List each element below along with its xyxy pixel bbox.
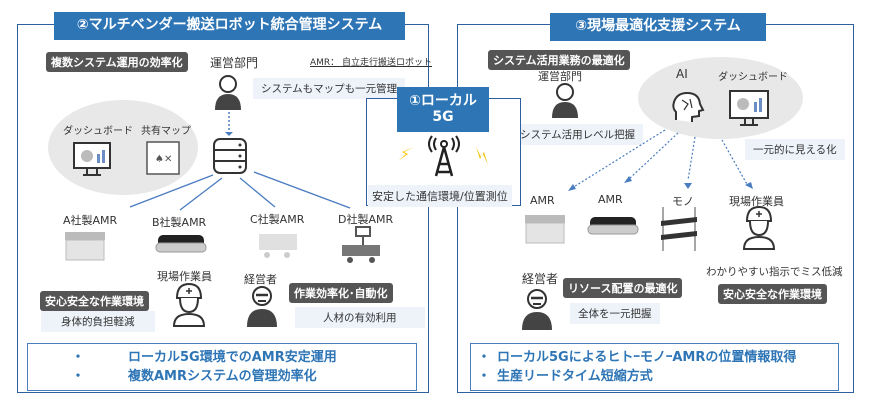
right-ops-note: システム活用レベル把握 [512, 124, 644, 145]
amr-flat-icon [587, 217, 639, 235]
amr-note: AMR： 自立走行搬送ロボット [310, 58, 433, 68]
right-manager-icon [522, 289, 552, 330]
local-5g-title-line1: ①ローカル [409, 93, 477, 110]
lightning-left-icon [398, 147, 414, 161]
worker-icon [172, 282, 206, 327]
left-summary-box: ・ローカル5G環境でのAMR安定運用 ・複数AMRシステムの管理効率化 [27, 343, 417, 391]
target-worker: 現場作業員 [729, 195, 784, 208]
map-icon: ♠✕ [146, 141, 180, 175]
right-bullet-2: ・生産リードタイム短縮方式 [477, 369, 653, 384]
ai-cloud [638, 57, 803, 139]
worker-label: 現場作業員 [157, 270, 212, 283]
right-person-icon [552, 83, 578, 118]
right-manager-label: 経営者 [522, 272, 559, 286]
right-worker-icon [742, 205, 776, 250]
lightning-right-icon [476, 147, 488, 165]
ai-brain-icon [672, 91, 705, 122]
right-tag-safety: 安心安全な作業環境 [718, 284, 827, 304]
5g-note: 安定した通信環境/位置測位 [368, 185, 512, 207]
tag-efficiency: 複数システム運用の効率化 [46, 52, 188, 72]
right-bullet-1: ・ローカル5GによるヒトｰモノｰAMRの位置情報取得 [477, 350, 797, 365]
visual-note: 一元的に見える化 [745, 139, 845, 160]
amr-d-icon [342, 226, 380, 263]
antenna-tower-icon [428, 135, 460, 177]
ops-label: 運営部門 [210, 56, 259, 70]
amr-d-label: D社製AMR [338, 213, 394, 226]
automation-note: 人材の有効利用 [295, 307, 425, 328]
tag-optimize: システム活用業務の最適化 [488, 50, 630, 70]
safety-note: 身体的負担軽減 [41, 311, 155, 332]
left-bullet-1: ・ローカル5G環境でのAMR安定運用 [71, 350, 337, 365]
amr-b-label: B社製AMR [152, 216, 207, 229]
manager-note: 全体を一元把握 [570, 303, 660, 324]
worker-note: わかりやすい指示でミス低減 [698, 261, 851, 282]
left-bullet-2: ・複数AMRシステムの管理効率化 [71, 369, 317, 384]
manager-icon [247, 286, 277, 327]
amr-b-icon [155, 235, 207, 253]
target-amr-1: AMR [530, 194, 555, 207]
right-title: ③現場最適化支援システム [550, 13, 766, 41]
database-icon [213, 138, 247, 174]
amr-box-icon [525, 215, 565, 244]
tag-automation: 作業効率化･自動化 [289, 283, 393, 303]
ops-note: システムもマップも一元管理 [253, 78, 406, 99]
right-dashboard-icon [729, 90, 769, 126]
cart-icon [661, 207, 697, 251]
target-amr-2: AMR [598, 193, 623, 206]
right-dashboard-label: ダッシュボード [718, 72, 788, 83]
ai-label: AI [676, 67, 688, 81]
amr-a-label: A社製AMR [63, 214, 118, 227]
dashboard-icon [73, 142, 111, 176]
local-5g-title-line2: 5G [432, 108, 454, 125]
right-ops-label: 運営部門 [538, 70, 582, 83]
amr-c-icon [259, 234, 297, 258]
amr-a-icon [65, 232, 105, 261]
tag-safety: 安心安全な作業環境 [40, 291, 149, 311]
target-goods: モノ [672, 195, 694, 208]
svg-text:♠✕: ♠✕ [155, 154, 172, 165]
left-title: ②マルチベンダー搬送ロボット統合管理システム [54, 12, 405, 40]
tag-resource: リソース配置の最適化 [563, 278, 683, 298]
right-summary-box: ・ローカル5GによるヒトｰモノｰAMRの位置情報取得 ・生産リードタイム短縮方式 [470, 343, 839, 391]
shared-map-label: 共有マップ [141, 126, 191, 137]
amr-c-label: C社製AMR [250, 213, 305, 226]
dashboard-label: ダッシュボード [63, 126, 133, 137]
manager-label: 経営者 [244, 273, 277, 286]
person-icon [215, 75, 241, 110]
